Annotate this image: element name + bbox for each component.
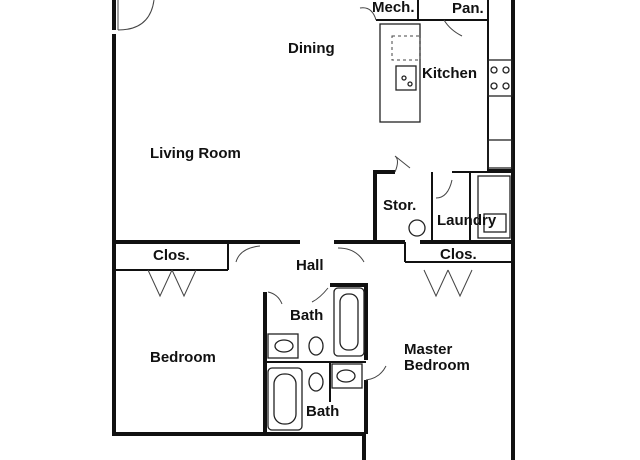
hall-door-swing <box>235 245 261 263</box>
label-closet-left: Clos. <box>153 247 190 264</box>
closet-bifold-left-1 <box>147 269 173 298</box>
label-master-line2: Bedroom <box>404 357 470 374</box>
interior-walls <box>114 0 513 434</box>
bath-upper-door-swing-2 <box>311 287 329 303</box>
bath-lower-door-swing <box>365 365 387 381</box>
label-bath-upper: Bath <box>290 307 323 324</box>
label-mech: Mech. <box>372 0 415 16</box>
mech-door-swing <box>359 7 377 21</box>
hall-right-door-swing <box>337 247 365 263</box>
kitchen-fixtures <box>379 23 513 239</box>
label-kitchen: Kitchen <box>422 65 477 82</box>
kitchen-sink-icon <box>395 65 417 91</box>
bathtub-upper-icon <box>333 287 365 357</box>
bath-upper-door-swing <box>267 291 283 305</box>
doors <box>117 0 473 381</box>
label-living-room: Living Room <box>150 145 241 162</box>
bathtub-lower-icon <box>267 367 303 431</box>
toilet-lower-icon <box>308 372 324 392</box>
bath-fixtures <box>267 287 365 431</box>
water-heater-icon <box>408 219 426 237</box>
kitchen-island <box>379 23 421 123</box>
label-dining: Dining <box>288 40 335 57</box>
laundry-door-swing <box>435 179 453 199</box>
vanity-lower-icon <box>331 363 363 389</box>
toilet-upper-icon <box>308 336 324 356</box>
closet-bifold-right-2 <box>447 269 473 298</box>
closet-bifold-right-1 <box>423 269 449 298</box>
entry-door-swing <box>117 0 155 31</box>
label-master-line1: Master <box>404 341 453 358</box>
room-labels: Mech. Pan. Dining Kitchen Living Room St… <box>150 0 497 420</box>
label-laundry: Laundry <box>437 212 497 229</box>
label-bath-lower: Bath <box>306 403 339 420</box>
label-pantry: Pan. <box>452 0 484 17</box>
washer-dryer-icon <box>477 175 511 239</box>
storage-door-swing <box>394 155 411 173</box>
label-bedroom: Bedroom <box>150 349 216 366</box>
range-stove-icon <box>487 59 513 97</box>
closet-bifold-left-2 <box>171 269 197 298</box>
laundry-sink-icon <box>483 213 507 233</box>
pantry-door-swing <box>443 19 463 37</box>
label-storage: Stor. <box>383 197 416 214</box>
refrigerator-icon <box>487 139 513 169</box>
label-closet-right: Clos. <box>440 246 477 263</box>
vanity-upper-icon <box>267 333 299 359</box>
label-hall: Hall <box>296 257 324 274</box>
